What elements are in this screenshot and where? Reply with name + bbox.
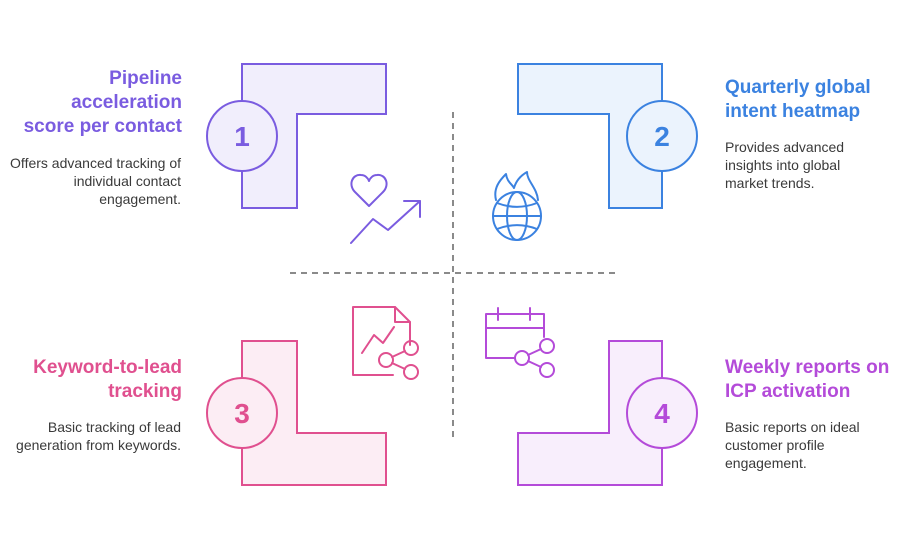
quadrant-2-number: 2 <box>654 121 670 152</box>
quadrant-3-title: Keyword-to-lead tracking <box>33 357 182 402</box>
quadrant-4-number: 4 <box>654 398 670 429</box>
chart-document-share-icon <box>352 306 419 380</box>
quadrant-4-badge: 4 <box>626 377 698 449</box>
quadrant-4-shape <box>517 340 663 486</box>
quadrant-1-description: Offers advanced tracking of individual c… <box>10 155 181 207</box>
quadrant-2-shape <box>517 63 663 209</box>
quadrant-1-badge: 1 <box>206 100 278 172</box>
globe-fire-icon <box>492 171 542 241</box>
quadrant-2-description: Provides advanced insights into global m… <box>725 139 845 191</box>
quadrant-1-title: Pipeline acceleration score per contact <box>23 68 182 137</box>
heart-trend-icon <box>350 173 421 244</box>
quadrant-1-shape <box>241 63 387 209</box>
quadrant-3-description: Basic tracking of lead generation from k… <box>16 419 181 453</box>
quadrant-1-number: 1 <box>234 121 250 152</box>
quadrant-3-number: 3 <box>234 398 250 429</box>
quadrant-3-badge: 3 <box>206 377 278 449</box>
calendar-share-icon <box>485 307 555 378</box>
quadrant-2-title: Quarterly global intent heatmap <box>725 77 871 122</box>
quadrant-4-title: Weekly reports on ICP activation <box>725 357 890 402</box>
quadrant-2-badge: 2 <box>626 100 698 172</box>
quadrant-4-description: Basic reports on ideal customer profile … <box>725 419 860 471</box>
quadrant-3-shape <box>241 340 387 486</box>
